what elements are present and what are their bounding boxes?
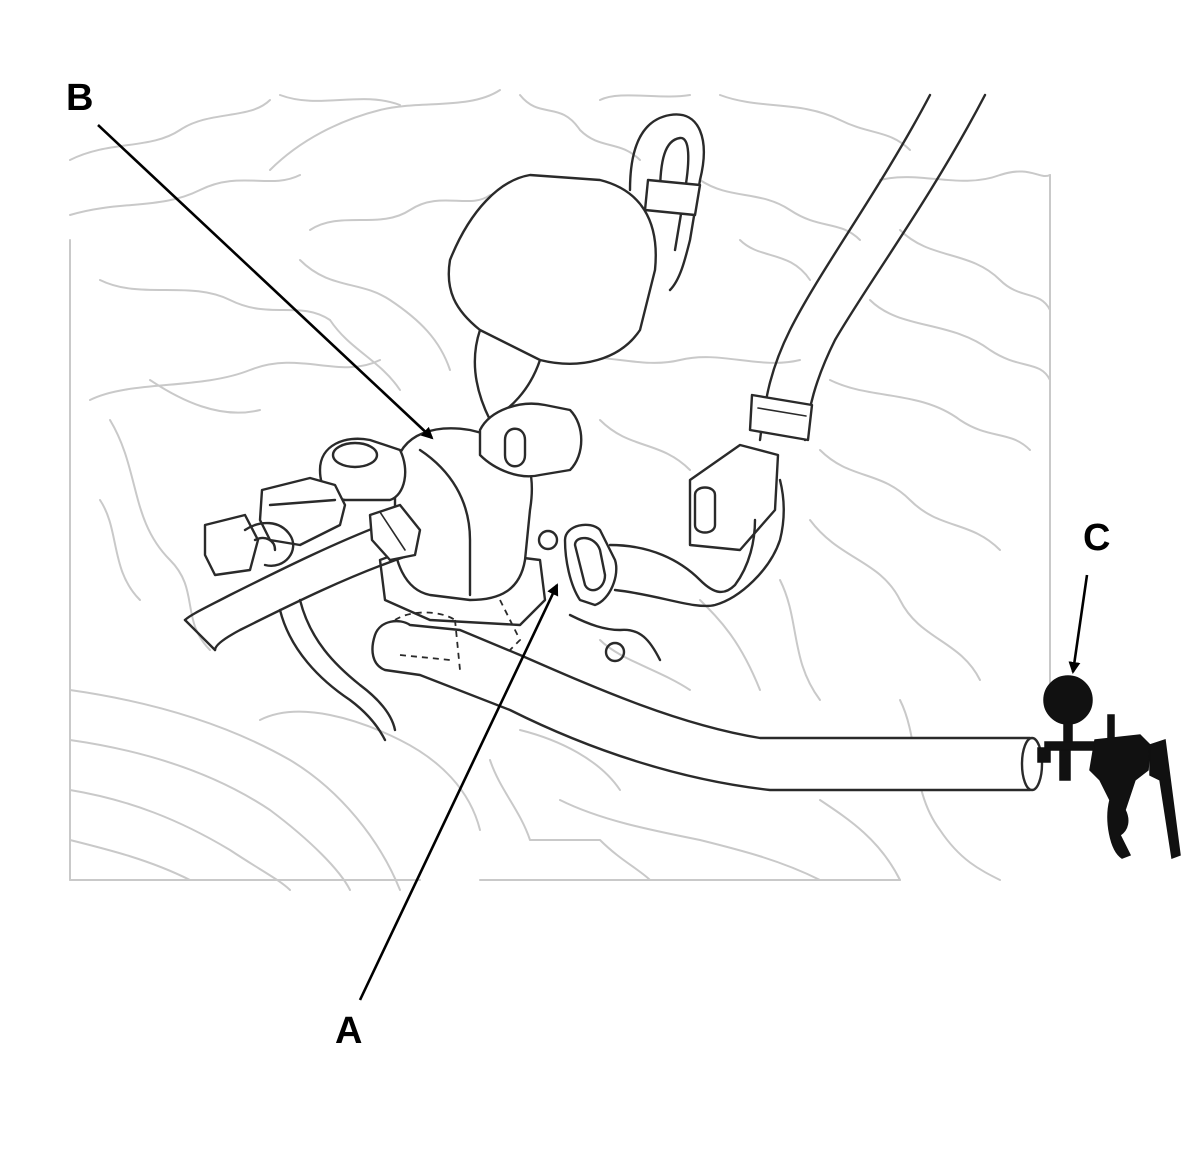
left-vacuum-hose	[183, 503, 422, 652]
hand-vacuum-pump	[1037, 675, 1181, 860]
port-a-hose	[537, 478, 785, 608]
leader-lines	[97, 124, 1089, 1001]
callout-b-label: B	[66, 77, 93, 119]
leader-line-b	[97, 124, 434, 440]
drain-hose-loop	[278, 598, 397, 742]
callout-c-label: C	[1083, 517, 1110, 559]
mounting-bracket	[688, 443, 780, 552]
callout-a-label: A	[335, 1010, 362, 1052]
leader-line-c	[1068, 574, 1089, 674]
intake-resonator	[447, 113, 705, 422]
test-hose	[371, 599, 1044, 792]
engine-bay-background-linework	[69, 89, 1051, 891]
callout-labels: B A C	[66, 77, 1110, 1052]
upper-coolant-hose	[748, 93, 987, 442]
evap-purge-valve	[203, 402, 583, 627]
leader-line-a	[358, 583, 559, 1001]
